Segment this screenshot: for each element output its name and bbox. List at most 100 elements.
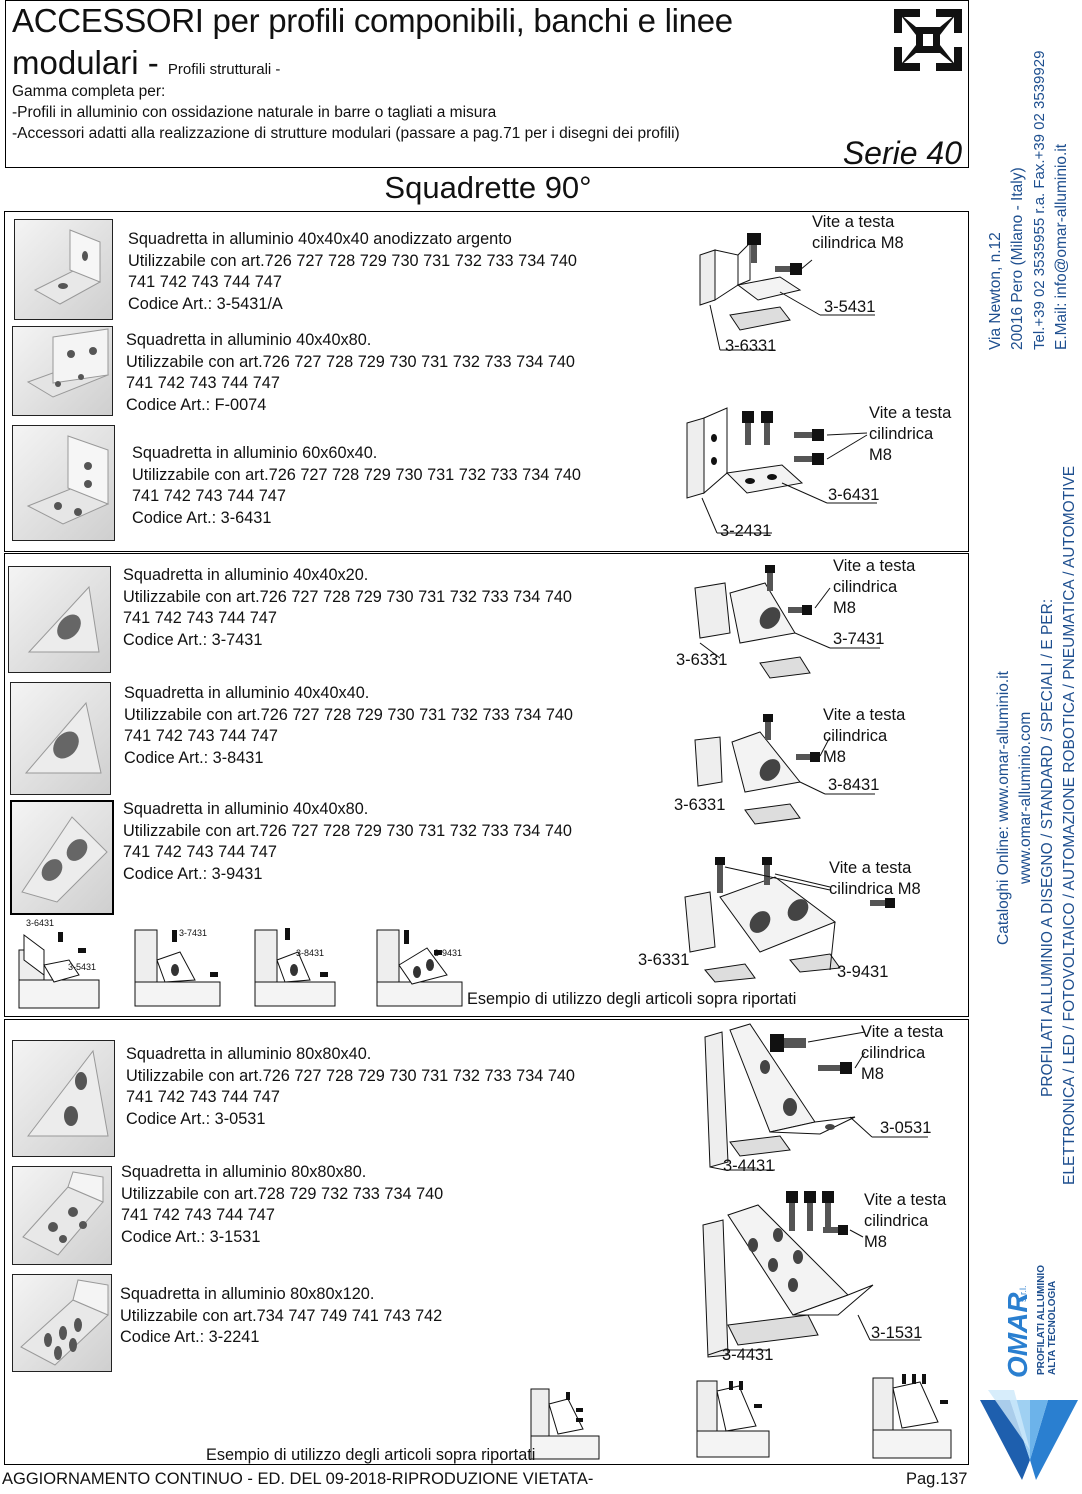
screw-label-line: Vite a testa (833, 557, 916, 575)
product-name: Squadretta in alluminio 60x60x40. (132, 444, 378, 462)
diagram-code: 3-6331 (638, 951, 690, 969)
product-compat-cont: 741 742 743 744 747 (126, 1088, 280, 1106)
diagram-code: 3-0531 (880, 1119, 932, 1137)
product-description: Squadretta in alluminio 60x60x40. Utiliz… (132, 443, 581, 529)
assembly-diagram (684, 857, 895, 983)
small-diagram-code: 3-8431 (296, 948, 325, 958)
product-description: Squadretta in alluminio 40x40x80. Utiliz… (126, 330, 575, 416)
header-line: -Accessori adatti alla realizzazione di … (12, 125, 680, 142)
product-code: Codice Art.: 3-7431 (123, 630, 263, 649)
diagram-code: 3-7431 (833, 630, 885, 648)
omar-logo-icon (980, 1390, 1078, 1480)
product-name: Squadretta in alluminio 40x40x40 anodizz… (128, 230, 512, 248)
diagram-code: 3-8431 (828, 776, 880, 794)
assembly-diagram (702, 1191, 920, 1358)
assembly-diagram (704, 1023, 928, 1171)
product-compat: Utilizzabile con art.726 727 728 729 730… (124, 705, 573, 724)
product-name: Squadretta in alluminio 40x40x80. (123, 800, 369, 818)
product-photo (12, 425, 115, 541)
usage-example-drawing (254, 928, 336, 1007)
screw-label-line: Vite a testa (812, 213, 895, 231)
product-description: Squadretta in alluminio 40x40x20. Utiliz… (123, 565, 572, 651)
product-compat-cont: 741 742 743 744 747 (123, 609, 277, 627)
product-photo (10, 682, 111, 795)
product-code: Codice Art.: 3-1531 (121, 1227, 261, 1246)
catalog-link[interactable]: www.omar-alluminio.com (1017, 711, 1034, 884)
footer-notice: AGGIORNAMENTO CONTINUO - ED. DEL 09-2018… (2, 1470, 594, 1488)
title-subtitle: Profili strutturali - (167, 61, 281, 78)
screw-label-line: Vite a testa (861, 1023, 944, 1041)
catalog-link[interactable]: Cataloghi Online: www.omar-alluminio.it (995, 671, 1012, 945)
small-diagram-code: 3-7431 (179, 928, 208, 938)
product-compat-cont: 741 742 743 744 747 (124, 727, 278, 745)
screw-label-line: cilindrica (861, 1044, 926, 1062)
brand-suffix: s.r.l. (1018, 1285, 1028, 1302)
product-name: Squadretta in alluminio 40x40x40. (124, 684, 370, 702)
header-box: ACCESSORI per profili componibili, banch… (5, 0, 969, 171)
product-name: Squadretta in alluminio 40x40x20. (123, 566, 369, 584)
screw-label-line: cilindrica (833, 578, 898, 596)
phone-line: Tel.+39 02 3535955 r.a. Fax.+39 02 35399… (1031, 50, 1048, 350)
product-group-1 (4, 211, 969, 552)
product-name: Squadretta in alluminio 80x80x40. (126, 1045, 372, 1063)
product-description: Squadretta in alluminio 80x80x40. Utiliz… (126, 1044, 575, 1130)
product-name: Squadretta in alluminio 80x80x120. (120, 1285, 375, 1303)
brand-tagline: ALTA TECNOLOGIA (1047, 1280, 1058, 1375)
screw-label-line: M8 (823, 748, 846, 766)
product-code: Codice Art.: 3-0531 (126, 1109, 266, 1128)
product-code: Codice Art.: 3-9431 (123, 864, 263, 883)
brand-tagline: PROFILATI ALLUMINIO (1036, 1265, 1047, 1375)
usage-example-drawing (530, 1388, 600, 1460)
product-description: Squadretta in alluminio 40x40x40 anodizz… (128, 229, 577, 315)
product-code: Codice Art.: 3-8431 (124, 748, 264, 767)
product-code: Codice Art.: 3-2241 (120, 1328, 260, 1346)
series-label: Serie 40 (842, 135, 962, 171)
product-compat: Utilizzabile con art.728 729 732 733 734… (121, 1184, 444, 1203)
page-title-line2: modulari - Profili strutturali - (12, 43, 280, 90)
address-line: 20016 Pero (Milano - Italy) (1009, 167, 1026, 350)
screw-label-line: cilindrica M8 (812, 234, 904, 252)
product-description: Squadretta in alluminio 40x40x40. Utiliz… (124, 683, 573, 769)
product-group-2 (4, 553, 969, 1017)
email-line: E.Mail: info@omar-alluminio.it (1053, 143, 1070, 350)
diagram-code: 3-2431 (720, 522, 772, 540)
screw-label-line: Vite a testa (829, 859, 912, 877)
usage-example-drawing (376, 929, 463, 1007)
product-compat-cont: 741 742 743 744 747 (132, 487, 286, 505)
screw-label-line: cilindrica (869, 425, 934, 443)
screw-label-line: cilindrica (864, 1212, 929, 1230)
product-compat: Utilizzabile con art.726 727 728 729 730… (123, 821, 572, 840)
product-compat: Utilizzabile con art.726 727 728 729 730… (126, 352, 575, 371)
diagram-code: 3-4431 (723, 1157, 775, 1175)
small-diagram-code: 3-5431 (68, 962, 97, 972)
product-compat: Utilizzabile con art.726 727 728 729 730… (123, 587, 572, 606)
screw-label-line: Vite a testa (823, 706, 906, 724)
product-name: Squadretta in alluminio 40x40x80. (126, 331, 372, 349)
title-continuation: modulari - (12, 44, 168, 81)
page-number: Pag.137 (906, 1470, 968, 1488)
page-title: ACCESSORI per profili componibili, banch… (12, 2, 733, 39)
header-line: Gamma completa per: (12, 83, 166, 100)
product-photo (12, 1040, 115, 1157)
small-diagram-code: 3-6431 (26, 918, 55, 928)
usage-example-caption: Esempio di utilizzo degli articoli sopra… (206, 1446, 536, 1464)
address-line: Via Newton, n.12 (987, 232, 1004, 350)
product-photo (12, 1274, 112, 1372)
product-compat: Utilizzabile con art.734 747 749 741 743… (120, 1306, 443, 1325)
assembly-diagram (694, 714, 875, 825)
product-description: Squadretta in alluminio 80x80x80. Utiliz… (121, 1162, 443, 1248)
screw-label-line: Vite a testa (864, 1191, 947, 1209)
usage-example-drawing (134, 929, 221, 1007)
diagram-code: 3-5431 (824, 298, 876, 316)
section-title: Squadrette 90° (384, 170, 592, 205)
usage-example-drawing (872, 1374, 952, 1459)
product-code: Codice Art.: 3-6431 (132, 508, 272, 527)
sidebar: Via Newton, n.12 20016 Pero (Milano - It… (976, 0, 1082, 1494)
usage-example-drawing (696, 1380, 770, 1458)
screw-label-line: cilindrica M8 (829, 880, 921, 898)
brand-logo-text: OMAR (1002, 1292, 1033, 1378)
